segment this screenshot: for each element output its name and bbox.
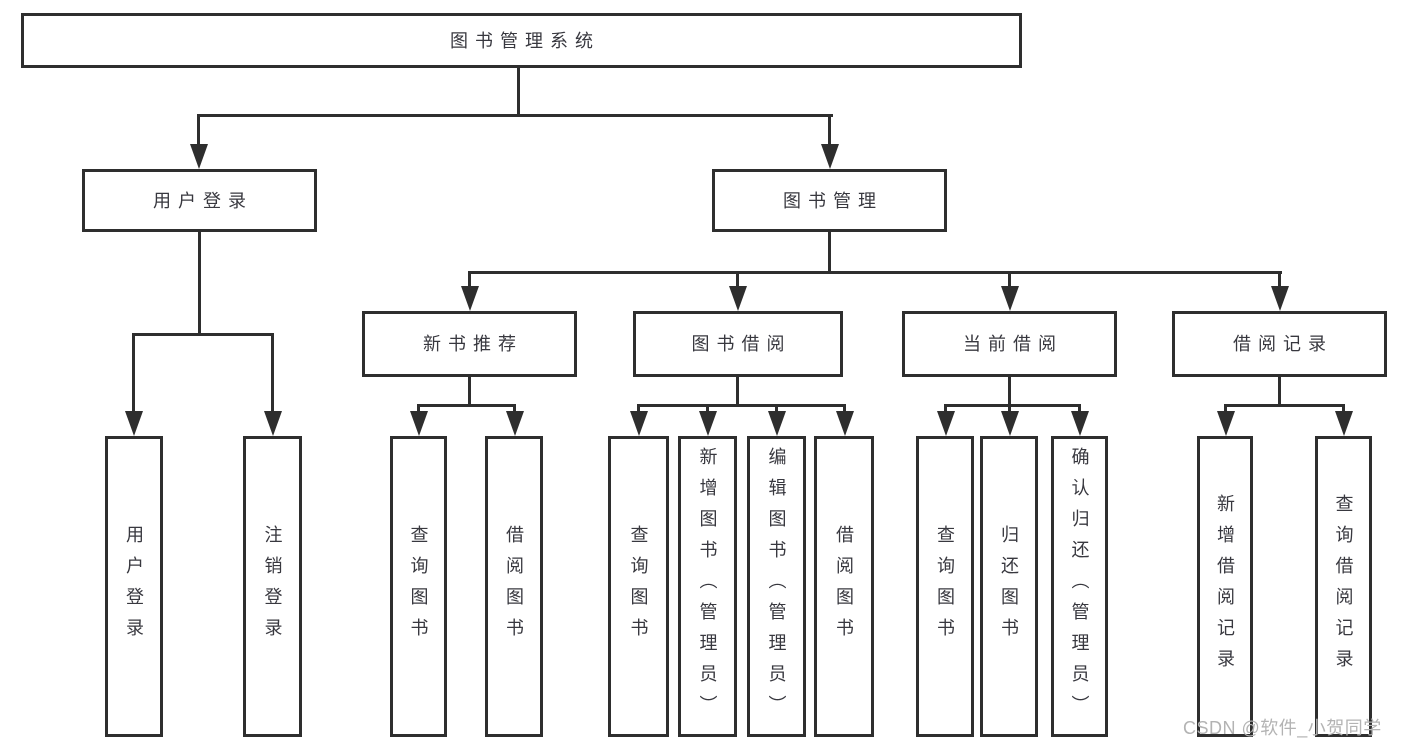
node-label: 图书管理系统 [450,30,600,51]
arrow-down-icon [125,411,143,436]
connector-line [517,68,520,117]
connector-line [1278,377,1281,407]
leaf-borrow-books-recommend: 借阅图书 [485,436,543,737]
leaf-label: 新增借阅记录 [1215,493,1235,680]
connector-line [736,375,739,407]
node-label: 新书推荐 [423,334,523,354]
connector-line [1008,404,1011,414]
arrow-down-icon [1335,411,1353,436]
watermark: CSDN @软件_小贺同学 [1183,718,1382,738]
leaf-label: 编辑图书（管理员） [766,447,787,726]
connector-line [828,231,831,273]
leaf-label: 查询图书 [628,524,649,649]
node-book-borrowing: 图书借阅 [633,311,843,377]
node-label: 借阅记录 [1233,334,1333,354]
arrow-down-icon [768,411,786,436]
arrow-down-icon [937,411,955,436]
node-current-borrowing: 当前借阅 [902,311,1117,377]
leaf-borrow-books: 借阅图书 [814,436,874,737]
leaf-query-borrow-record: 查询借阅记录 [1315,436,1372,737]
connector-line [198,231,201,335]
node-label: 当前借阅 [963,334,1063,354]
arrow-down-icon [190,144,208,169]
connector-line [1342,404,1345,414]
connector-line [197,114,200,148]
node-label: 用户登录 [153,190,253,211]
connector-line [736,271,739,290]
arrow-down-icon [1001,286,1019,311]
node-label: 图书管理 [783,190,883,211]
leaf-return-books: 归还图书 [980,436,1038,737]
connector-line [944,404,1081,407]
leaf-query-books-recommend: 查询图书 [390,436,447,737]
leaf-edit-books-admin: 编辑图书（管理员） [747,436,806,737]
leaf-label: 查询图书 [935,524,955,649]
leaf-add-books-admin: 新增图书（管理员） [678,436,737,737]
leaf-label: 查询图书 [408,524,429,649]
arrow-down-icon [461,286,479,311]
connector-line [468,271,471,290]
connector-line [944,404,947,414]
leaf-label: 用户登录 [124,524,144,649]
connector-line [271,333,274,414]
node-user-login: 用户登录 [82,169,317,232]
arrow-down-icon [836,411,854,436]
connector-line [1008,271,1011,290]
leaf-label: 查询借阅记录 [1333,493,1354,680]
leaf-label: 归还图书 [999,524,1019,649]
node-borrowing-records: 借阅记录 [1172,311,1387,377]
leaf-label: 借阅图书 [504,524,524,649]
arrow-down-icon [821,144,839,169]
arrow-down-icon [410,411,428,436]
connector-line [775,404,778,414]
node-book-management: 图书管理 [712,169,947,232]
connector-line [468,377,471,407]
arrow-down-icon [630,411,648,436]
arrow-down-icon [729,286,747,311]
leaf-user-login: 用户登录 [105,436,163,737]
leaf-confirm-return-admin: 确认归还（管理员） [1051,436,1108,737]
leaf-logout: 注销登录 [243,436,302,737]
connector-line [513,404,516,414]
node-new-book-recommend: 新书推荐 [362,311,577,377]
connector-line [828,114,831,148]
connector-line [1224,404,1227,414]
connector-line [637,404,846,407]
connector-line [637,404,640,414]
connector-line [1278,271,1281,290]
connector-line [417,404,516,407]
connector-line [1078,404,1081,414]
connector-line [1008,377,1011,407]
leaf-query-books-current: 查询图书 [916,436,974,737]
leaf-label: 新增图书（管理员） [697,447,718,726]
leaf-add-borrow-record: 新增借阅记录 [1197,436,1253,737]
arrow-down-icon [699,411,717,436]
connector-line [468,271,1282,274]
connector-line [132,333,135,414]
leaf-label: 确认归还（管理员） [1069,447,1090,726]
arrow-down-icon [1001,411,1019,436]
leaf-label: 注销登录 [262,524,283,649]
connector-line [417,404,420,414]
arrow-down-icon [264,411,282,436]
connector-line [132,333,274,336]
connector-line [197,114,833,117]
connector-line [843,404,846,414]
connector-line [706,404,709,414]
arrow-down-icon [1071,411,1089,436]
arrow-down-icon [1217,411,1235,436]
node-label: 图书借阅 [691,334,792,354]
node-library-system: 图书管理系统 [21,13,1022,68]
arrow-down-icon [1271,286,1289,311]
arrow-down-icon [506,411,524,436]
leaf-query-books-borrowing: 查询图书 [608,436,669,737]
leaf-label: 借阅图书 [834,524,854,649]
connector-line [1224,404,1345,407]
